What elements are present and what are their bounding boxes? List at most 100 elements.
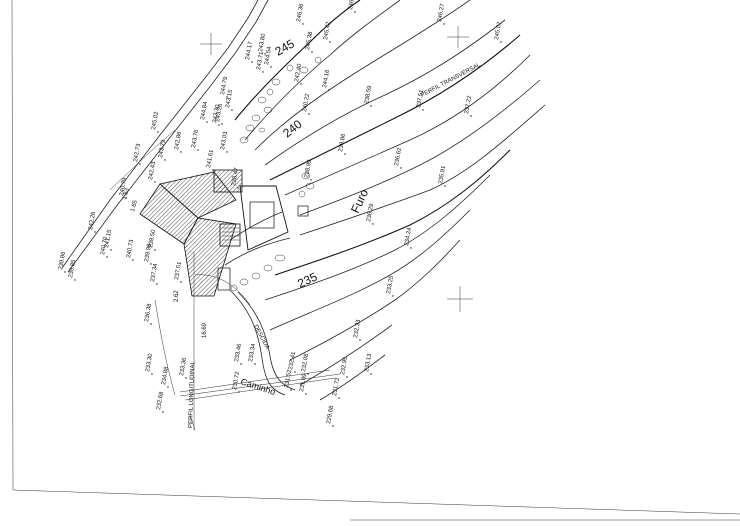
spot-height-label: 232.41 [288,351,297,371]
contour-lines [224,0,546,401]
spot-height-marker [328,89,330,91]
spot-height-label: 239.86 [338,133,347,153]
spot-height-marker [392,295,394,297]
spot-height-label: 237.51 [416,89,425,109]
spot-height-label: 243.71 [256,51,265,71]
spot-height-marker [167,386,169,388]
spot-height-marker [310,179,312,181]
spot-height-label: 245.02 [151,111,160,131]
access-path [229,289,296,396]
spot-height-label: 246.36 [296,3,305,23]
spot-height-marker [110,249,112,251]
spot-height-marker [154,181,156,183]
spot-height-label: 233.13 [364,353,373,373]
dimension-label: 1.65 [130,199,139,212]
spot-height-label: 243.15 [225,89,234,109]
spot-height-marker [164,159,166,161]
spot-height-marker [344,153,346,155]
spot-height-label: 245.38 [305,31,314,51]
spot-height-label: 235.91 [438,165,447,185]
spot-height-marker [132,259,134,261]
dimension-labels: 16.69 2.62 1.65 1.53 [122,187,208,338]
spot-height-marker [254,363,256,365]
spot-height-label: 233.30 [145,353,154,373]
spot-height-marker [206,121,208,123]
spot-height-marker [444,185,446,187]
pool [249,201,275,229]
spot-height-marker [346,376,348,378]
spot-height-marker [221,123,223,125]
spot-height-label: 233.36 [179,357,188,377]
spot-height-label: 243.76 [191,129,200,149]
spot-height-label: 231.89 [299,373,308,393]
spot-height-marker [332,425,334,427]
spot-height-label: 243.79 [158,139,167,159]
spot-height-marker [470,115,472,117]
house-footprint [139,169,243,297]
spot-height-marker [270,66,272,68]
spot-height-label: 246.27 [437,3,446,23]
spot-height-marker [300,83,302,85]
spot-height-label: 238.99 [304,159,313,179]
spot-height-marker [240,363,242,365]
spot-height-marker [307,373,309,375]
dimension-label: 2.62 [174,290,180,302]
spot-height-label: 231.72 [332,377,341,397]
spot-height-label: 239.85 [68,259,77,279]
contour-label-245: 245 [273,36,298,58]
spot-height-marker [226,151,228,153]
spot-height-marker [185,377,187,379]
registration-crosses [200,26,473,312]
spot-height-marker [443,23,445,25]
spot-height-marker [238,391,240,393]
spot-height-marker [212,169,214,171]
registration-cross [200,33,222,55]
spot-height-label: 242.43 [148,161,157,181]
spot-height-marker [338,397,340,399]
spot-height-label: 242.26 [88,211,97,231]
spot-height-label: 233.25 [386,275,395,295]
spot-height-label: 229.68 [326,405,335,425]
spot-height-marker [302,23,304,25]
label-perfil-longitudinal: PERFIL LONGITUDINAL [188,360,196,428]
spot-height-label: 232.08 [301,353,310,373]
label-caminho: Caminho [239,376,276,397]
spot-height-label: 230.72 [232,371,241,391]
spot-height-marker [125,197,127,199]
spot-height-label: 233.46 [234,343,243,363]
spot-height-label: 240.73 [126,239,135,259]
spot-height-label: 238.47 [231,167,240,187]
spot-height-marker [74,279,76,281]
spot-height-marker [156,283,158,285]
spot-height-label: 237.51 [174,261,183,281]
label-perfil-transversal: PERFIL TRANSVERSAL [420,62,482,99]
spot-height-label: 236.62 [394,147,403,167]
spot-height-label: 240.22 [302,93,311,113]
sheet-border [11,0,740,521]
spot-height-marker [162,411,164,413]
spot-height-marker [150,263,152,265]
spot-height-label: 244.16 [322,69,331,89]
dimension-label: 1.53 [122,187,131,200]
spot-height-marker [218,124,220,126]
spot-height-marker [294,371,296,373]
spot-height-label: 243.03 [220,131,229,151]
spot-height-label: 241.15 [104,229,113,249]
spot-height-marker [150,323,152,325]
spot-height-marker [410,247,412,249]
spot-height-label: 240.70 [100,236,109,256]
spot-height-label: 242.40 [294,63,303,83]
spot-height-marker [370,105,372,107]
tank [217,267,231,291]
road-edges [61,0,269,273]
spot-height-label: 242.86 [174,131,183,151]
spot-height-marker [180,151,182,153]
feature-labels: Furo PERFIL TRANSVERSAL PERFIL LONGITUDI… [188,62,482,428]
spot-height-label: 236.29 [366,203,375,223]
contour-label-240: 240 [280,117,305,141]
spot-height-marker [290,389,292,391]
spot-height-marker [106,256,108,258]
spot-height-label: 246.29 [348,0,357,10]
spot-height-marker [311,51,313,53]
